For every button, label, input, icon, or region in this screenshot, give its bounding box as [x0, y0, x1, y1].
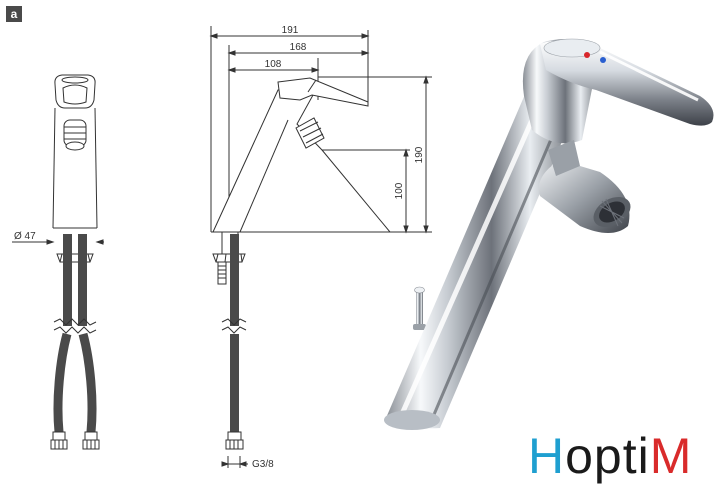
dim-total-height: 190: [414, 146, 425, 163]
dim-lever-reach: 108: [265, 59, 282, 70]
panel-label: a: [6, 6, 22, 22]
side-hose: [221, 234, 247, 450]
cold-indicator: [600, 57, 606, 63]
brand-letter-m: M: [649, 428, 693, 484]
diameter-label: Ø 47: [14, 231, 36, 242]
faucet-lever: [540, 40, 714, 126]
brand-letters-opti: opti: [565, 428, 650, 484]
pop-up-rod: [416, 292, 423, 326]
hot-indicator: [584, 52, 590, 58]
dim-outlet-height: 100: [394, 182, 405, 199]
side-body: [212, 85, 392, 233]
front-hoses: [50, 234, 100, 450]
side-lever: [277, 77, 369, 107]
dim-overall-length: 191: [282, 25, 299, 36]
dim-spout-reach: 168: [290, 42, 307, 53]
dim-thread: G3/8: [252, 459, 274, 470]
brand-logo: HoptiM: [528, 428, 692, 484]
front-mount: [56, 253, 94, 263]
faucet-render: [384, 38, 714, 430]
brand-letter-h: H: [528, 428, 566, 484]
